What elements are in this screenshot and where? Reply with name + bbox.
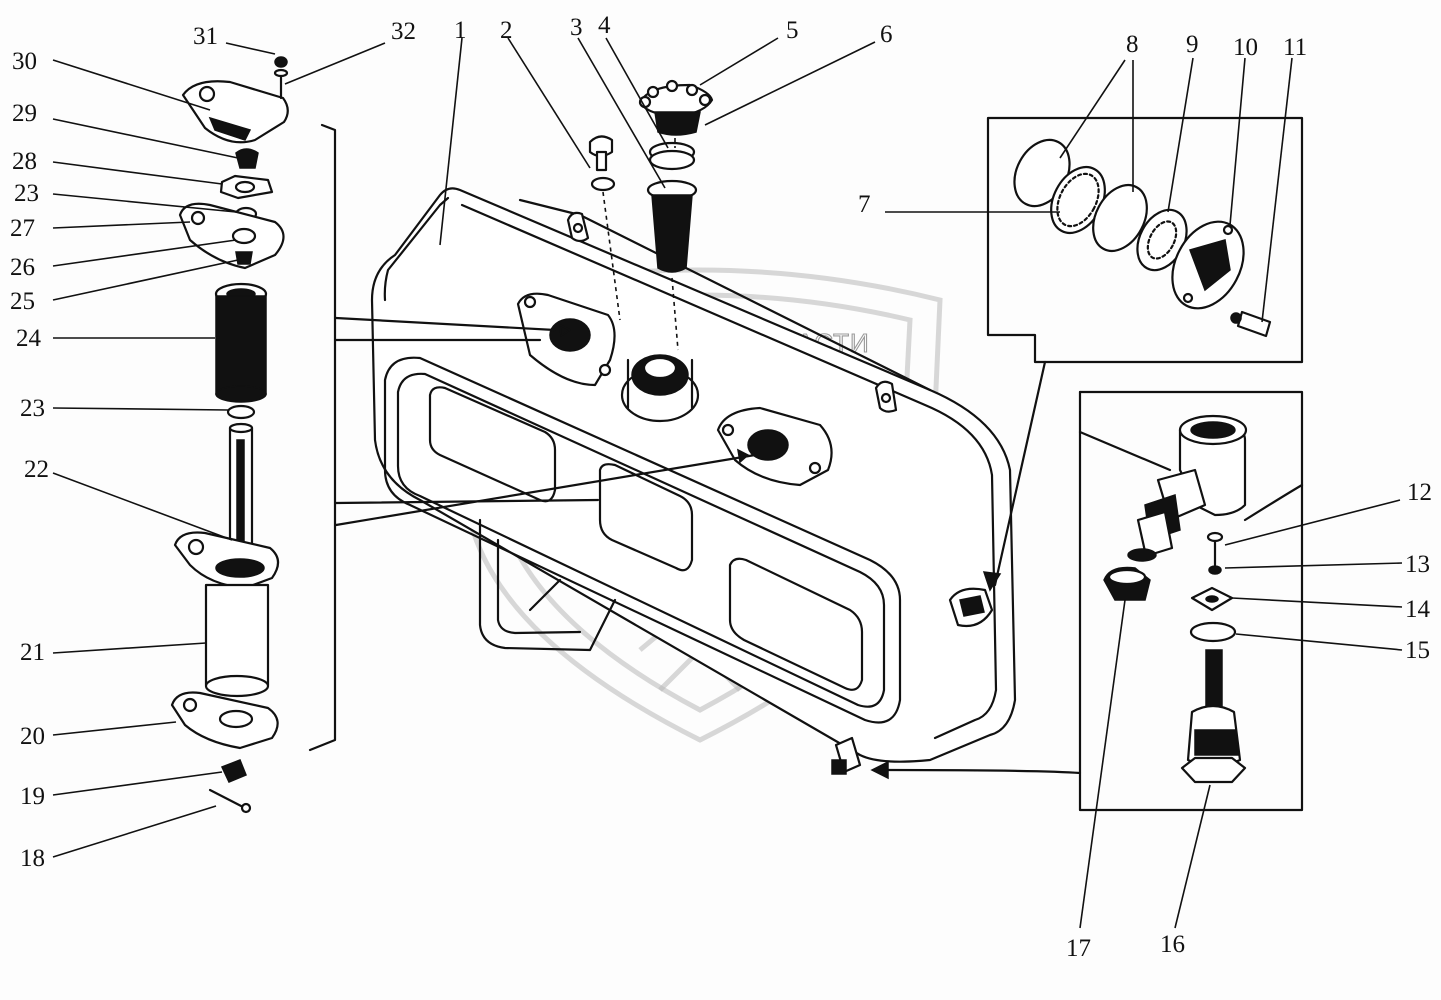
tank-rim-inner [460,203,998,740]
callout-24: 24 [16,325,42,352]
gasket-28 [219,174,274,200]
callout-14: 14 [1405,596,1431,623]
drain-nut [220,759,247,783]
callout-28: 28 [12,148,37,175]
cover-hole [198,85,216,103]
detail-box-sender [982,116,1304,592]
cover-shadow [208,116,252,141]
oring-15 [1189,621,1237,643]
callout-32: 32 [391,18,416,45]
valve-box-outline [878,390,1304,812]
callout-numbers: 1 2 3 4 5 6 7 8 9 10 11 12 13 14 15 16 1… [10,12,1432,962]
callout-22: 22 [24,456,49,483]
washer-2 [590,176,616,192]
flange-27 [178,202,285,270]
fuel-tank [334,187,1017,775]
detail-arrow-line [993,360,1047,587]
connector-line-lower [334,498,600,505]
callout-20: 20 [20,723,45,750]
callout-11: 11 [1283,34,1307,61]
ring-23-lower [226,404,256,420]
callout-1: 1 [454,17,467,44]
connector-line-upper [334,316,557,332]
tank-body [370,187,1017,763]
callout-7: 7 [858,191,871,218]
plug-16-thread [1205,649,1223,711]
callout-10: 10 [1233,34,1258,61]
callout-31: 31 [193,23,218,50]
filter-element [215,295,267,395]
mount-ear-right [874,380,898,413]
ring-8b [1092,184,1148,252]
callout-25: 25 [10,288,35,315]
callout-19: 19 [20,783,45,810]
callout-29: 29 [12,100,37,127]
callout-18: 18 [20,845,45,872]
callout-4: 4 [598,12,611,39]
window-middle [598,463,694,572]
callout-2: 2 [500,17,513,44]
plug [235,148,259,169]
callout-26: 26 [10,254,35,281]
screw-12 [1206,531,1224,543]
detail-box-valve [870,390,1304,812]
spring-25 [235,251,253,265]
screw-11 [1236,310,1272,338]
callout-30: 30 [12,48,37,75]
callout-6: 6 [880,21,893,48]
window-left [428,386,557,503]
cotter-pin [208,788,247,810]
nut-small [274,56,288,68]
detail-box-outline [986,116,1304,364]
callout-8: 8 [1126,31,1139,58]
callout-21: 21 [20,639,45,666]
callout-15: 15 [1405,637,1430,664]
callout-23-upper: 23 [14,180,39,207]
callout-12: 12 [1407,479,1432,506]
housing [204,583,270,687]
callout-3: 3 [570,14,583,41]
leader-lines [52,37,1403,929]
callout-5: 5 [786,17,799,44]
tank-bracket [478,518,617,652]
assembly-bracket [308,123,337,752]
washer-small [273,68,289,78]
window-right [728,557,864,691]
front-panel [383,356,902,724]
filter-assembly [170,56,337,814]
callout-13: 13 [1405,551,1430,578]
strainer [651,194,693,273]
callout-16: 16 [1160,931,1185,958]
callout-9: 9 [1186,31,1199,58]
callout-23-lower: 23 [20,395,45,422]
cap-parts [588,79,714,351]
callout-27: 27 [10,215,35,242]
mount-ear-left [566,211,590,243]
cap-base [654,111,701,136]
callout-17: 17 [1066,935,1091,962]
